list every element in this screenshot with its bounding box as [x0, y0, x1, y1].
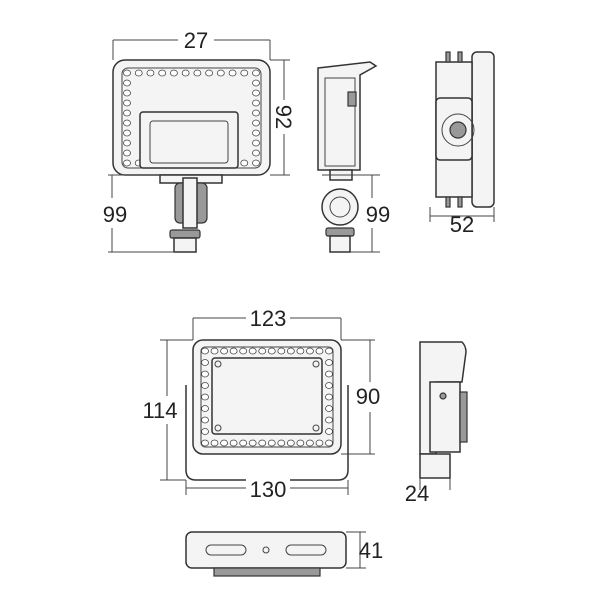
led-mark	[306, 439, 314, 447]
led-mark	[296, 439, 305, 447]
led-mark	[286, 347, 295, 355]
led-mark	[210, 347, 219, 355]
led-mark	[267, 347, 276, 355]
led-mark	[277, 347, 286, 355]
led-mark	[201, 370, 209, 378]
led-mark	[123, 129, 131, 137]
led-mark	[239, 347, 248, 355]
led-mark	[123, 109, 131, 117]
dim-top-front-width: 27	[184, 28, 208, 53]
led-mark	[315, 347, 324, 355]
led-mark	[252, 119, 260, 127]
led-mark	[193, 69, 202, 77]
dim-top-front-total-height: 99	[103, 202, 127, 227]
led-mark	[201, 393, 209, 401]
led-mark	[296, 347, 305, 355]
dim-bottom-front-height: 114	[142, 398, 177, 423]
dim-top-side-total-height: 99	[366, 202, 390, 227]
led-mark	[123, 159, 131, 167]
led-mark	[158, 69, 167, 77]
led-mark	[201, 439, 209, 447]
led-mark	[286, 439, 295, 447]
led-mark	[248, 439, 257, 447]
led-mark	[325, 393, 333, 401]
led-mark	[201, 405, 209, 412]
led-mark	[146, 69, 155, 77]
led-mark	[325, 347, 333, 355]
led-mark	[252, 89, 260, 97]
led-mark	[229, 347, 238, 355]
led-mark	[201, 416, 209, 424]
led-mark	[325, 416, 333, 424]
led-mark	[325, 359, 333, 366]
led-mark	[123, 119, 131, 127]
led-mark	[252, 129, 260, 137]
led-mark	[201, 382, 209, 389]
led-mark	[252, 99, 260, 107]
top-side-view: 99	[317, 61, 390, 253]
bottom-front-view: 123 130 114 90	[142, 306, 380, 502]
led-mark	[205, 69, 213, 77]
led-mark	[134, 69, 143, 77]
led-mark	[240, 159, 249, 167]
dim-bottom-front-inner-width: 123	[250, 306, 287, 331]
top-back-view: 52	[429, 51, 495, 237]
bottom-top-view: 41	[185, 531, 383, 577]
bottom-side-view: 24	[405, 341, 468, 506]
led-mark	[170, 69, 178, 77]
led-mark	[123, 149, 131, 157]
led-mark	[325, 382, 333, 389]
led-mark	[216, 69, 225, 77]
led-mark	[220, 347, 228, 355]
led-mark	[252, 159, 260, 167]
led-mark	[325, 370, 333, 378]
led-mark	[201, 428, 209, 435]
led-mark	[325, 428, 333, 435]
led-mark	[252, 109, 260, 117]
led-mark	[306, 347, 314, 355]
led-mark	[258, 347, 267, 355]
led-mark	[210, 439, 219, 447]
led-mark	[228, 69, 237, 77]
led-mark	[258, 439, 267, 447]
dim-bottom-front-width: 130	[250, 477, 287, 502]
led-mark	[123, 89, 131, 97]
led-mark	[123, 79, 131, 87]
led-mark	[181, 69, 190, 77]
led-mark	[277, 439, 286, 447]
led-mark	[123, 139, 131, 147]
dim-bottom-top-view-height: 41	[359, 538, 383, 563]
dim-bottom-front-inner-height: 90	[356, 384, 380, 409]
led-mark	[252, 139, 260, 147]
led-mark	[252, 79, 260, 87]
led-mark	[252, 69, 260, 77]
top-front-view: 27 92 99	[103, 28, 296, 253]
led-mark	[123, 69, 131, 77]
led-mark	[267, 439, 276, 447]
led-mark	[229, 439, 238, 447]
led-mark	[325, 405, 333, 412]
led-mark	[201, 359, 209, 366]
led-mark	[315, 439, 324, 447]
dim-top-front-height: 92	[271, 105, 296, 129]
led-mark	[325, 439, 333, 447]
led-mark	[201, 347, 209, 355]
led-mark	[240, 69, 249, 77]
led-mark	[220, 439, 228, 447]
led-mark	[123, 99, 131, 107]
dim-top-back-depth: 52	[450, 212, 474, 237]
led-mark	[252, 149, 260, 157]
dim-bottom-side-depth: 24	[405, 481, 429, 506]
led-mark	[239, 439, 248, 447]
led-mark	[248, 347, 257, 355]
